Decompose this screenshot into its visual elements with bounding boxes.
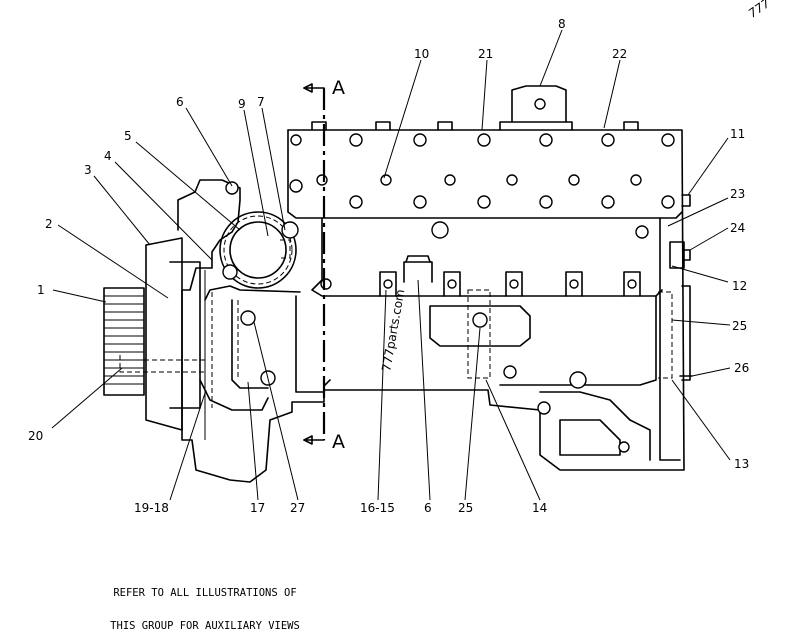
callout-25-bottom: 25 [458, 501, 473, 515]
callout-8: 8 [558, 17, 566, 31]
callout-3: 3 [84, 163, 92, 177]
callout-23: 23 [730, 187, 745, 201]
callout-10: 10 [414, 47, 429, 61]
reference-note-line-1: REFER TO ALL ILLUSTRATIONS OF [113, 587, 297, 599]
callout-27: 27 [290, 501, 305, 515]
right-fittings [658, 194, 693, 381]
callout-22: 22 [612, 47, 627, 61]
callout-5: 5 [124, 129, 132, 143]
lower-bolts [320, 255, 641, 379]
callout-7: 7 [257, 95, 265, 109]
callout-24: 24 [730, 221, 745, 235]
callout-12: 12 [732, 279, 747, 293]
section-label-bottom: A [332, 431, 345, 453]
section-line-a [303, 83, 326, 445]
callouts: 1 2 3 4 5 6 9 7 8 10 21 22 11 23 24 12 2… [28, 17, 749, 515]
top-connector [511, 85, 567, 123]
callout-2: 2 [45, 217, 53, 231]
callout-11: 11 [730, 127, 745, 141]
pump-body [219, 181, 299, 289]
corner-watermark: 777 [746, 0, 773, 21]
section-label-top: A [332, 77, 345, 99]
head-bolts [289, 121, 675, 209]
callout-4: 4 [104, 149, 112, 163]
leader-lines [51, 29, 731, 501]
main-block [287, 129, 685, 471]
front-housing [177, 179, 331, 483]
callout-19-18: 19-18 [134, 501, 169, 515]
callout-13: 13 [734, 457, 749, 471]
callout-6: 6 [176, 95, 184, 109]
callout-25-right: 25 [732, 319, 747, 333]
reference-note: REFER TO ALL ILLUSTRATIONS OF THIS GROUP… [60, 566, 350, 643]
callout-20: 20 [28, 429, 43, 443]
exploded-parts-diagram: 777 [28, 0, 773, 515]
callout-16-15: 16-15 [360, 501, 395, 515]
callout-9: 9 [238, 97, 246, 111]
callout-17: 17 [250, 501, 265, 515]
callout-21: 21 [478, 47, 493, 61]
drive-gear [103, 237, 205, 431]
callout-1: 1 [37, 283, 45, 297]
callout-26: 26 [734, 361, 749, 375]
reference-note-line-2: THIS GROUP FOR AUXILIARY VIEWS [110, 620, 300, 632]
callout-14: 14 [532, 501, 547, 515]
callout-6-bottom: 6 [424, 501, 432, 515]
